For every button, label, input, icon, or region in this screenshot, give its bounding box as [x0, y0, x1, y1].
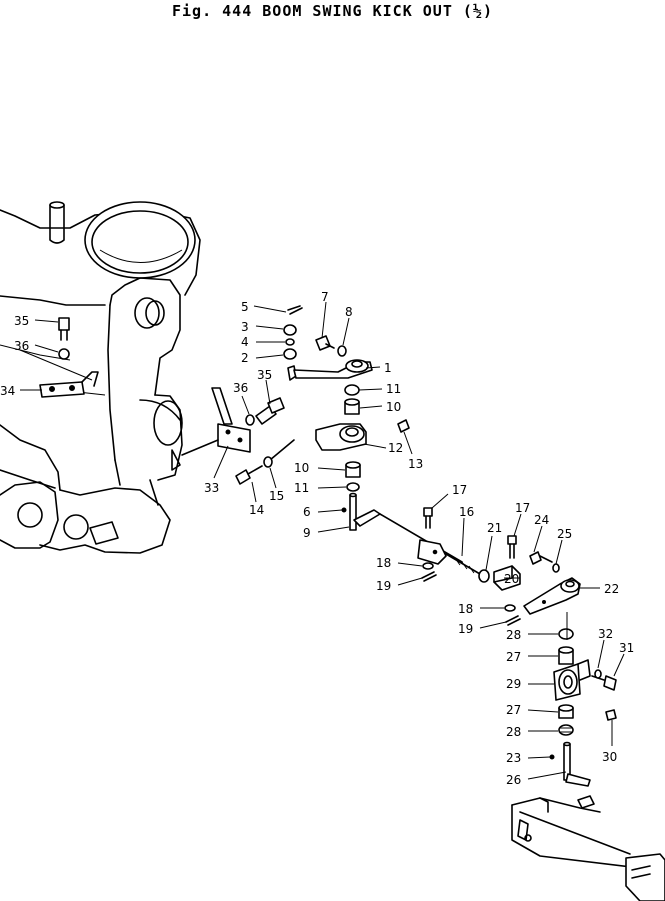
- part-11-bushing-lower: [346, 482, 360, 492]
- callout-35-center: 35: [257, 368, 272, 382]
- callout-31: 31: [619, 641, 634, 655]
- part-16-rod: [379, 513, 481, 575]
- part-30-fitting: [605, 709, 617, 721]
- part-18-washer-lower: [504, 604, 516, 612]
- callout-10: 10: [386, 400, 401, 414]
- callout-18: 18: [376, 556, 391, 570]
- callout-17-right: 17: [515, 501, 530, 515]
- callout-22: 22: [604, 582, 619, 596]
- part-10-collar: [344, 398, 360, 415]
- callout-35: 35: [14, 314, 29, 328]
- callout-26: 26: [506, 773, 521, 787]
- part-33-bracket: [181, 387, 251, 456]
- bottom-frame: [511, 795, 665, 901]
- part-28-spring: [558, 724, 574, 736]
- part-24-bolt: [529, 551, 553, 565]
- part-17-bolt-right: [507, 535, 517, 559]
- part-5-pin: [287, 305, 303, 315]
- callouts: 35 36 34 33 36 35 5 3 4 2 7: [0, 290, 634, 787]
- part-8-washer: [337, 345, 347, 357]
- part-13-grease-fitting: [397, 419, 410, 433]
- callout-25: 25: [557, 527, 572, 541]
- callout-21: 21: [487, 521, 502, 535]
- callout-5: 5: [241, 300, 249, 314]
- part-35-bolt: [255, 397, 285, 425]
- part-19-pin: [421, 571, 437, 582]
- callout-36-center: 36: [233, 381, 248, 395]
- part-22-lever: [523, 577, 581, 615]
- part-17-bolt: [423, 507, 433, 529]
- part-15-washer: [263, 456, 273, 468]
- callout-2: 2: [241, 351, 249, 365]
- part-14-bolt: [235, 465, 263, 485]
- callout-1: 1: [384, 361, 392, 375]
- callout-16: 16: [459, 505, 474, 519]
- part-34-plate: [39, 371, 99, 398]
- callout-20: 20: [504, 572, 519, 586]
- part-1-arm: [287, 359, 373, 381]
- part-35-bolt-left: [58, 317, 70, 341]
- part-9-shaft: [349, 492, 381, 531]
- part-29-housing: [553, 659, 591, 701]
- callout-28: 28: [506, 628, 521, 642]
- part-36-washer-left: [58, 348, 70, 360]
- callout-3: 3: [241, 320, 249, 334]
- callout-15: 15: [269, 489, 284, 503]
- part-12-bracket: [269, 423, 367, 461]
- callout-4: 4: [241, 335, 249, 349]
- part-10-collar-lower: [345, 461, 361, 478]
- boom-swing-bracket: [0, 201, 201, 554]
- part-6-pin: [341, 507, 347, 513]
- callout-30: 30: [602, 750, 617, 764]
- part-25-washer: [552, 563, 560, 573]
- callout-29: 29: [506, 677, 521, 691]
- callout-23: 23: [506, 751, 521, 765]
- part-23-pin: [549, 754, 555, 760]
- callout-24: 24: [534, 513, 549, 527]
- callout-27-lower: 27: [506, 703, 521, 717]
- callout-28-lower: 28: [506, 725, 521, 739]
- part-27-collar-lower: [558, 704, 574, 719]
- part-4-washer: [285, 338, 295, 346]
- part-19-pin-lower: [505, 615, 521, 626]
- callout-19: 19: [376, 579, 391, 593]
- callout-19-lower: 19: [458, 622, 473, 636]
- callout-36: 36: [14, 339, 29, 353]
- part-7-bolt: [315, 335, 335, 351]
- part-21-nut: [478, 569, 490, 583]
- part-2-nut: [283, 348, 297, 360]
- part-3-nut: [283, 324, 297, 336]
- part-28-bushing: [558, 628, 574, 640]
- callout-8: 8: [345, 305, 353, 319]
- callout-9: 9: [303, 526, 311, 540]
- callout-14: 14: [249, 503, 264, 517]
- part-18-washer: [422, 562, 434, 570]
- part-11-bushing: [344, 384, 360, 396]
- callout-12: 12: [388, 441, 403, 455]
- callout-18-lower: 18: [458, 602, 473, 616]
- part-27-collar: [558, 646, 574, 665]
- callout-10-lower: 10: [294, 461, 309, 475]
- figure-title: Fig. 444 BOOM SWING KICK OUT (½): [172, 2, 493, 20]
- part-26-shaft: [563, 612, 591, 787]
- callout-32: 32: [598, 627, 613, 641]
- callout-13: 13: [408, 457, 423, 471]
- callout-11: 11: [386, 382, 401, 396]
- callout-27: 27: [506, 650, 521, 664]
- callout-34: 34: [0, 384, 15, 398]
- part-31-bolt: [591, 675, 617, 691]
- callout-11-lower: 11: [294, 481, 309, 495]
- callout-7: 7: [321, 290, 329, 304]
- callout-17: 17: [452, 483, 467, 497]
- callout-6: 6: [303, 505, 311, 519]
- part-36-washer: [245, 414, 255, 426]
- callout-33: 33: [204, 481, 219, 495]
- part-32-washer: [594, 669, 602, 679]
